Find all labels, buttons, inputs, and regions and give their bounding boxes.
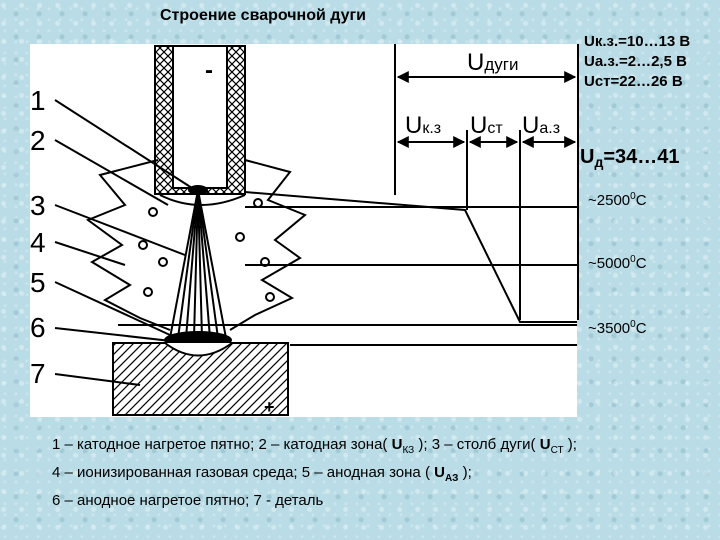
voltage-anode: Uа.з.=2…2,5 В [584,53,687,70]
temp-3-sup: 0 [630,319,636,330]
temp-2-sup: 0 [630,254,636,265]
caption-1-u1: U [391,436,403,453]
voltage-cathode: Uк.з.=10…13 В [584,33,691,50]
label-u-column: Uст [470,112,503,139]
caption-1-s2: СТ [550,445,564,456]
cathode-hot-spot [188,185,208,195]
arc-column [169,189,227,339]
label-u-total-value: =34…41 [603,146,679,168]
voltage-values: Uк.з.=10…13 В Uа.з.=2…2,5 В Uст=22…26 В [584,32,690,92]
label-u-arc-main: U [467,49,484,76]
caption-1-post: ); [563,436,577,453]
caption-line-3: 6 – анодное нагретое пятно; 7 - деталь [52,492,324,509]
label-u-anode-sub: а.з [539,120,560,137]
temp-2-unit: С [636,255,647,272]
temp-3-unit: С [636,320,647,337]
label-u-cathode-main: U [405,112,422,139]
caption-line-2: 4 – ионизированная газовая среда; 5 – ан… [52,462,702,490]
ionized-gas-cloud [85,159,307,331]
caption-2-post: ); [458,464,472,481]
electrode [154,45,246,195]
caption-2-u: U [434,464,445,481]
label-u-total-sub: д [594,154,603,170]
label-u-total-main: U [580,146,594,168]
label-u-column-sub: ст [487,120,503,137]
voltage-column: Uст=22…26 В [584,73,683,90]
temp-1-value: ~2500 [588,192,630,209]
voltage-profile [118,191,577,346]
label-u-cathode: Uк.з [405,112,441,139]
temp-1-unit: С [636,192,647,209]
temp-3-value: ~3500 [588,320,630,337]
callout-6: 6 [30,312,46,343]
temp-label-1: ~25000С [588,191,647,209]
legend-caption: 1 – катодное нагретое пятно; 2 – катодна… [52,434,702,512]
temp-label-2: ~50000С [588,254,647,272]
label-u-anode-main: U [522,112,539,139]
workpiece [112,342,289,416]
caption-1-u2: U [539,436,551,453]
label-u-total: Uд=34…41 [580,146,680,170]
callout-2: 2 [30,125,46,156]
label-u-arc: Uдуги [467,49,518,76]
label-u-cathode-sub: к.з [422,120,441,137]
callout-3: 3 [30,190,46,221]
callout-5: 5 [30,267,46,298]
label-u-anode: Uа.з [522,112,560,139]
workpiece-plus-sign: + [264,397,275,417]
callout-1: 1 [30,85,46,116]
dimension-lines [394,44,579,320]
label-u-arc-sub: дуги [484,55,518,74]
caption-2-s: АЗ [444,473,459,484]
electrode-minus-sign: - [205,57,213,84]
caption-line-1: 1 – катодное нагретое пятно; 2 – катодна… [52,434,702,462]
callout-leader-lines [54,99,193,386]
caption-2-pre: 4 – ионизированная газовая среда; 5 – ан… [52,464,435,481]
callout-4: 4 [30,227,46,258]
callout-7: 7 [30,358,46,389]
callout-numbers: 1 2 3 4 5 6 7 [30,85,46,389]
caption-1-mid: ); 3 – столб дуги( [414,436,540,453]
temp-label-3: ~35000С [588,319,647,337]
cathode-spot [159,194,246,206]
temp-1-sup: 0 [630,191,636,202]
label-u-column-main: U [470,112,487,139]
temp-2-value: ~5000 [588,255,630,272]
caption-1-s1: КЗ [402,445,415,456]
page-title: Строение сварочной дуги [160,7,367,24]
caption-1-pre: 1 – катодное нагретое пятно; 2 – катодна… [52,436,392,453]
